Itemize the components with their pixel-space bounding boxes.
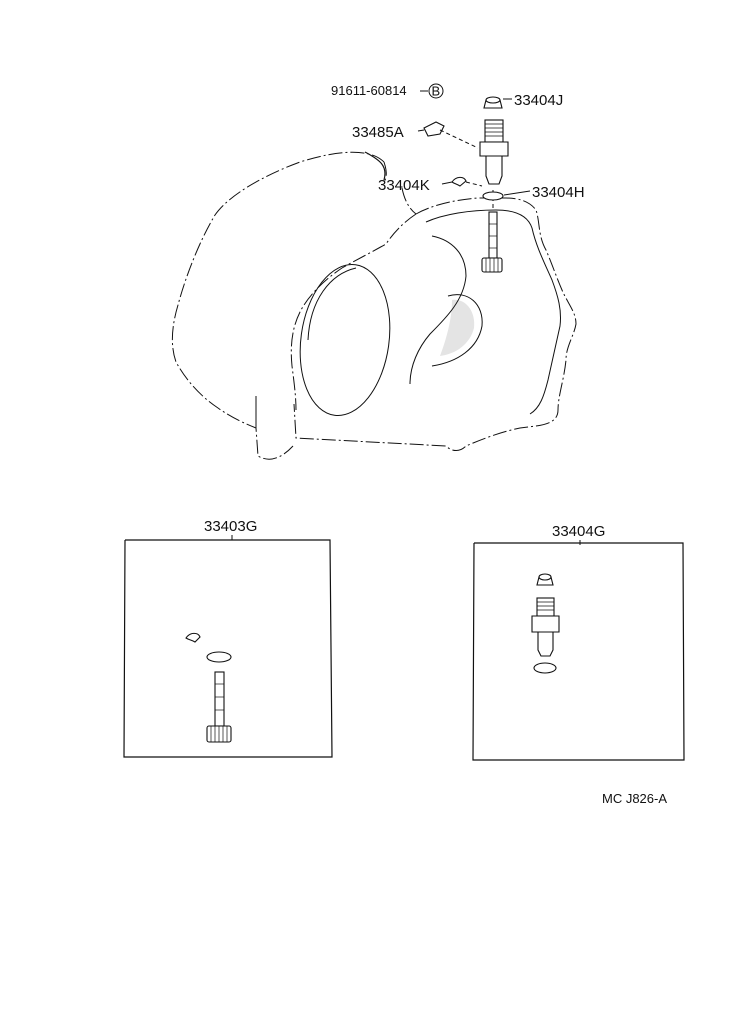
- sleeve-part: [479, 119, 509, 185]
- callout-cap: 33404J: [514, 92, 563, 109]
- cap-part: [483, 96, 503, 109]
- bolt-marker-circle: [428, 83, 444, 99]
- figure-code: MC J826-A: [602, 791, 667, 806]
- kit-label-2: 33404G: [552, 523, 605, 540]
- callout-clip: 33404K: [378, 177, 430, 194]
- kit-label-1: 33403G: [204, 518, 257, 535]
- bolt-marker-letter: B: [432, 84, 441, 99]
- speedometer-driven-gear-assembly: [423, 96, 509, 273]
- o-ring-part: [482, 191, 504, 201]
- kit-box-1: 33403G: [123, 518, 333, 758]
- leader-lines: [417, 90, 531, 196]
- lock-plate-part: [423, 121, 445, 137]
- clip-part: [451, 176, 467, 187]
- driven-gear-part: [481, 211, 503, 273]
- callout-bolt: 91611-60814: [331, 83, 407, 98]
- callout-oring: 33404H: [532, 184, 585, 201]
- kit-box-2: 33404G: [472, 523, 685, 761]
- transmission-housing: [171, 151, 577, 460]
- callout-plate: 33485A: [352, 124, 404, 141]
